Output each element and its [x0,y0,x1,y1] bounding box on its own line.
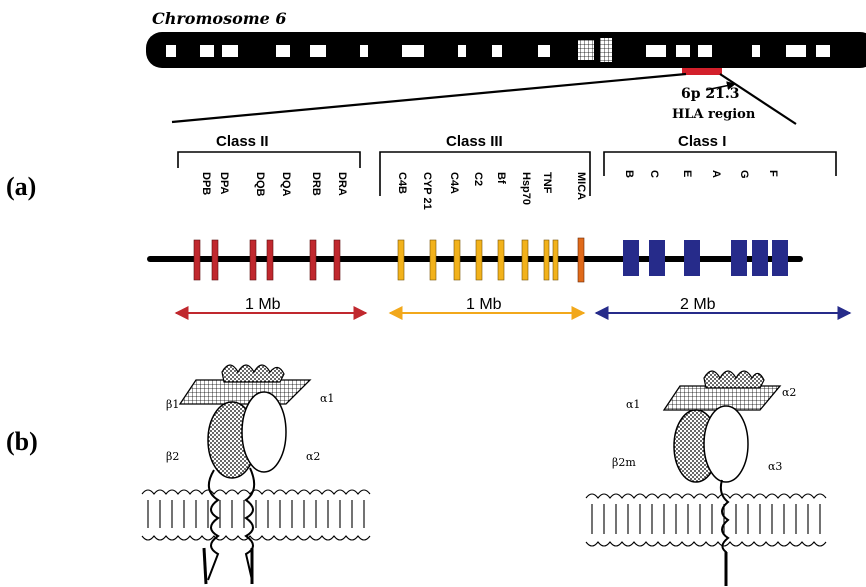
gene-label: DPA [218,172,230,194]
gene-marker [309,239,317,281]
panel-label-b: (b) [6,427,38,456]
zoom-line-left [171,72,687,124]
cell-membrane [585,493,827,547]
chain-label-beta2: β2 [166,450,179,463]
gene-label: DRA [336,172,348,196]
chain-label-beta1: β1 [166,398,179,411]
class-i-title: Class I [678,133,726,150]
gene-label: B [623,170,635,178]
gene-marker [731,240,747,276]
class-i-molecule [585,370,827,586]
class-ii-molecule [141,364,371,585]
gene-label: C2 [472,172,484,186]
chain-label-alpha2: α2 [306,450,320,463]
gene-label: DQB [254,172,266,197]
gene-marker [453,239,461,281]
panel-label-a: (a) [6,172,36,201]
hla-band-marker [682,68,722,75]
class-ii-title: Class II [216,133,269,150]
gene-label: C4A [448,172,460,194]
gene-label: C [648,170,660,178]
gene-marker [649,240,665,276]
gene-label: TNF [541,172,553,194]
scale-class-iii: 1 Mb [388,296,586,320]
gene-label: Hsp70 [520,172,532,205]
gene-labels: DPB DPA DQB DQA DRB DRA C4B CYP 21 C4A C… [200,170,779,210]
gene-marker [772,240,788,276]
gene-label: E [681,170,693,177]
gene-marker [475,239,483,281]
gene-label: Bf [495,172,507,184]
band-pointer-arrow [705,81,736,91]
chain-label-alpha1: α1 [320,392,334,405]
gene-marker [497,239,505,281]
scale-class-i: 2 Mb [594,296,852,320]
gene-marker [577,237,585,283]
gene-marker [333,239,341,281]
gene-marker [429,239,437,281]
gene-label: CYP 21 [421,172,433,210]
gene-markers [193,237,788,283]
gene-marker [266,239,274,281]
chromosome-title: Chromosome 6 [152,9,287,28]
band-label: 6p 21.3 [681,86,740,102]
gene-label: G [738,170,750,179]
class-iii-title: Class III [446,133,503,150]
chain-label-beta2m: β2m [612,456,636,469]
gene-marker [397,239,405,281]
scale-class-ii: 1 Mb [174,296,368,320]
gene-label: DQA [280,172,292,197]
chain-label-alpha1: α1 [626,398,640,411]
gene-label: F [767,170,779,177]
class-ii-group: Class II [177,133,361,168]
gene-marker [684,240,700,276]
scale-label: 1 Mb [466,296,502,313]
scale-label: 2 Mb [680,296,716,313]
gene-label: MICA [575,172,587,200]
chain-label-alpha2: α2 [782,386,796,399]
gene-marker [752,240,768,276]
class-iii-group: Class III [379,133,591,196]
cell-membrane [141,489,371,541]
gene-marker [623,240,639,276]
gene-marker [552,239,559,281]
gene-label: DPB [200,172,212,195]
gene-label: A [710,170,722,178]
region-label: HLA region [672,107,756,122]
gene-label: DRB [310,172,322,196]
gene-marker [193,239,201,281]
chain-label-alpha3: α3 [768,460,782,473]
scale-label: 1 Mb [245,296,281,313]
chromosome-6 [146,32,866,75]
gene-marker [543,239,550,281]
class-i-group: Class I [603,133,837,176]
gene-marker [211,239,219,281]
gene-label: C4B [396,172,408,194]
gene-marker [249,239,257,281]
gene-marker [521,239,529,281]
